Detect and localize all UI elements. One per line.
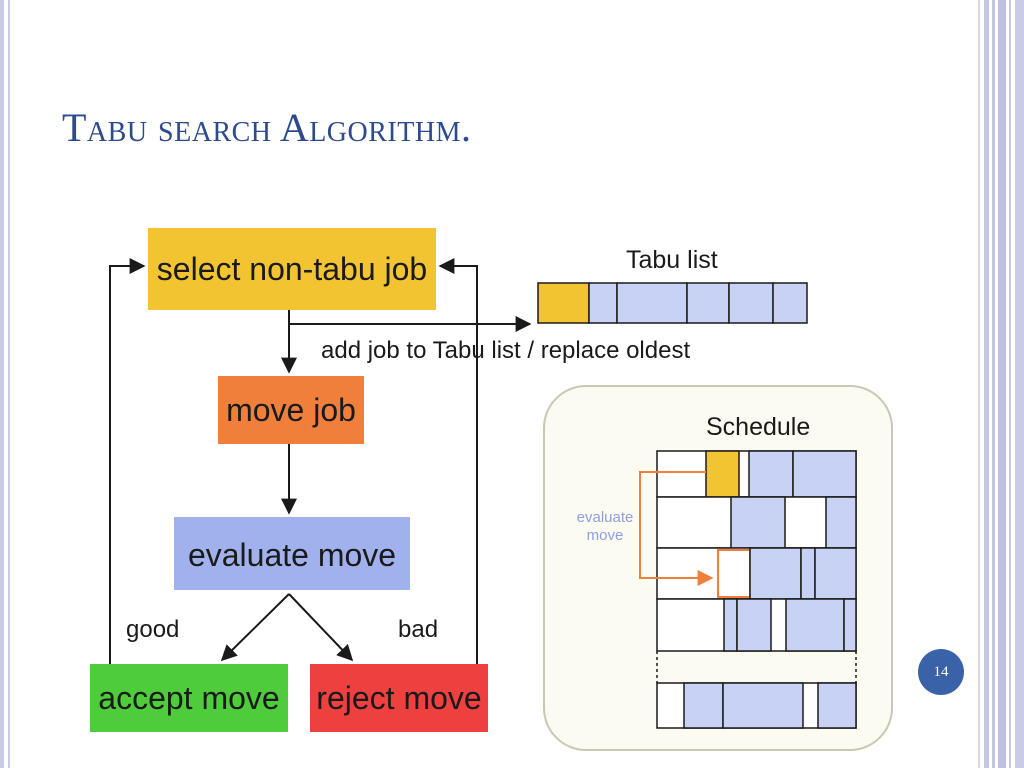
accept-move-label: accept move	[98, 680, 279, 716]
frame-stripe	[978, 0, 980, 768]
slide-frame-right	[978, 0, 1024, 768]
schedule-job	[817, 682, 857, 729]
slide-frame-left-inner	[8, 0, 10, 768]
schedule-job	[843, 598, 857, 652]
reject-move-node: reject move	[310, 664, 488, 732]
schedule-job	[730, 496, 786, 549]
select-non-tabu-job-label: select non-tabu job	[157, 251, 427, 287]
reject-move-label: reject move	[316, 680, 481, 716]
tabu-slot	[728, 282, 774, 324]
schedule-job	[683, 682, 724, 729]
arrow-evaluate-to-reject	[288, 593, 354, 662]
schedule-job	[705, 450, 740, 498]
tabu-slot	[537, 282, 590, 324]
arrow-reject-loop	[438, 258, 478, 664]
evaluate-move-annotation-line2: move	[587, 527, 624, 544]
schedule-job	[825, 496, 857, 549]
evaluate-move-arrow	[639, 471, 714, 586]
tabu-list-title: Tabu list	[626, 246, 718, 274]
arrow-evaluate-to-accept	[220, 593, 290, 662]
schedule-job	[785, 598, 845, 652]
slide-frame-left-outer	[0, 0, 4, 768]
schedule-job	[748, 450, 794, 498]
accept-move-node: accept move	[90, 664, 288, 732]
tabu-list: Tabu list	[537, 246, 808, 324]
good-label: good	[126, 616, 179, 643]
schedule-job	[722, 682, 804, 729]
evaluate-move-node: evaluate move	[174, 517, 410, 590]
move-job-node: move job	[218, 376, 364, 444]
page-number-badge: 14	[918, 649, 964, 695]
frame-stripe	[1009, 0, 1011, 768]
evaluate-move-label: evaluate move	[188, 537, 396, 573]
schedule-job	[723, 598, 738, 652]
arrow-add-to-tabu-list	[288, 310, 532, 332]
schedule-job	[792, 450, 857, 498]
schedule-target-slot	[717, 549, 751, 598]
schedule-job	[800, 547, 816, 600]
select-non-tabu-job-node: select non-tabu job	[148, 228, 436, 310]
tabu-slot	[616, 282, 688, 324]
schedule-job	[749, 547, 802, 600]
frame-stripe	[1015, 0, 1024, 768]
tabu-slot	[588, 282, 618, 324]
schedule-title: Schedule	[706, 413, 810, 441]
frame-stripe	[998, 0, 1006, 768]
tabu-slot	[686, 282, 730, 324]
schedule-job	[814, 547, 857, 600]
slide-title: Tabu search Algorithm.	[62, 105, 472, 150]
evaluate-move-annotation-line1: evaluate	[577, 509, 634, 526]
schedule-panel: Schedule evaluate move	[543, 385, 893, 751]
bad-label: bad	[398, 616, 438, 643]
arrow-accept-loop	[109, 258, 146, 664]
schedule-job	[736, 598, 772, 652]
frame-stripe	[984, 0, 989, 768]
frame-stripe	[992, 0, 995, 768]
move-job-label: move job	[226, 392, 356, 428]
tabu-slot	[772, 282, 808, 324]
add-job-label: add job to Tabu list / replace oldest	[321, 337, 690, 364]
